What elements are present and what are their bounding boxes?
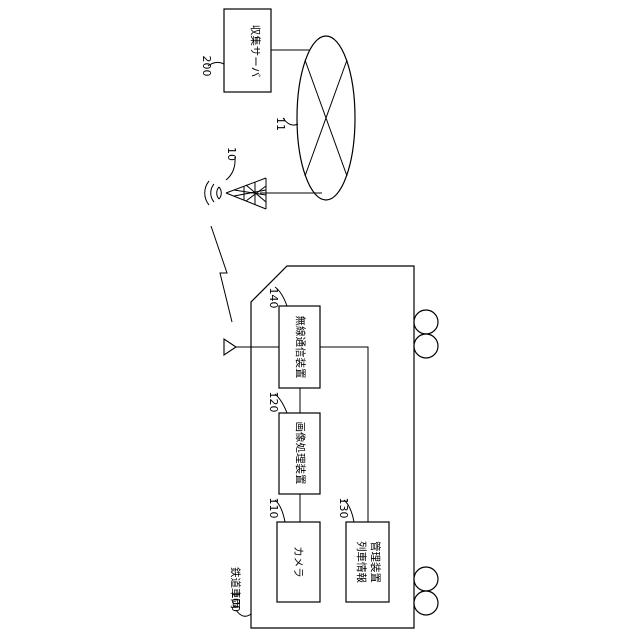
railway-vehicle-label: 鉄道車両 <box>229 567 242 609</box>
wheel-icon <box>414 567 438 591</box>
train-info-management-device-label-line1: 列車情報 <box>355 541 368 583</box>
image-processing-device-label: 画像処理装置 <box>294 422 307 485</box>
collection-server-ref: 200 <box>200 56 213 77</box>
train-info-management-device-label-line2: 管理装置 <box>369 541 382 583</box>
network: 11 <box>274 36 355 200</box>
wireless-link-bolt-icon <box>211 226 232 322</box>
base-station-ref: 10 <box>225 147 238 161</box>
collection-server-label: 収集サーバ <box>249 25 262 78</box>
train-info-management-device-ref: 130 <box>337 498 350 519</box>
collection-server: 収集サーバ 200 <box>200 9 271 92</box>
wheel-icon <box>414 310 438 334</box>
railway-vehicle: 100 鉄道車両 <box>229 266 438 628</box>
wheel-icon <box>414 334 438 358</box>
image-processing-device-ref: 120 <box>267 392 280 413</box>
collection-server-box <box>224 9 271 92</box>
wheel-set-rear <box>414 567 438 615</box>
antenna-icon <box>224 339 236 355</box>
wireless-communication-device-ref: 140 <box>267 288 280 309</box>
network-ref: 11 <box>274 117 287 131</box>
wheel-icon <box>414 591 438 615</box>
base-station: 10 <box>205 147 266 209</box>
wireless-communication-device-label: 無線通信装置 <box>294 316 307 379</box>
camera-ref: 110 <box>267 498 280 519</box>
camera-label: カメラ <box>292 546 304 578</box>
radio-waves-icon <box>205 181 222 205</box>
wheel-set-front <box>414 310 438 358</box>
